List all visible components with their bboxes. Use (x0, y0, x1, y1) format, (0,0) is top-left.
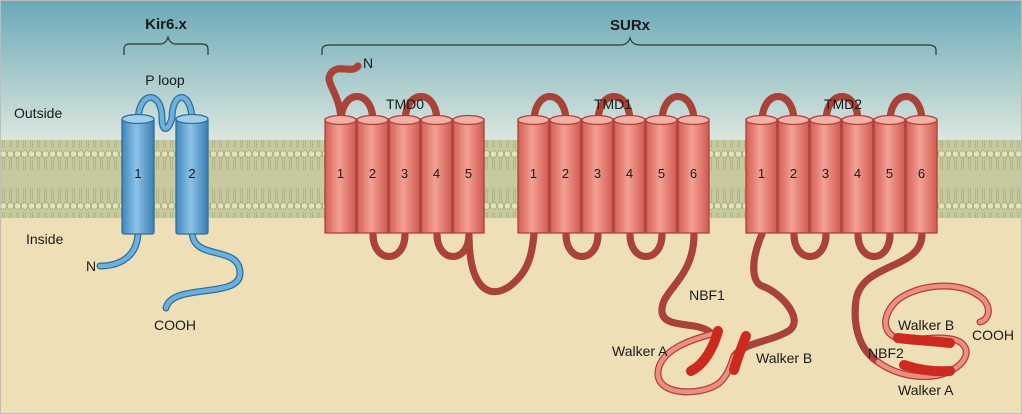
tmd1-domain: 1 2 3 4 5 6 (518, 116, 709, 234)
tmd1-helix: 2 (550, 116, 581, 234)
tmd2-domain: 1 2 3 4 5 6 (746, 116, 937, 234)
tmd2-helix: 1 (746, 116, 777, 234)
sur-n-label: N (363, 55, 373, 71)
walker-b1-label: Walker B (756, 350, 812, 366)
tmd1-helix-label: 5 (658, 166, 665, 181)
kir-helix: 1 (122, 115, 154, 235)
tmd1-helix: 3 (582, 116, 613, 234)
p-loop-label: P loop (145, 72, 185, 88)
kir-title: Kir6.x (145, 16, 187, 33)
tmd2-helix: 5 (874, 116, 905, 234)
tmd0-helix: 4 (421, 116, 452, 234)
tmd1-helix: 4 (614, 116, 645, 234)
tmd0-helix-label: 3 (401, 166, 408, 181)
inside-label: Inside (26, 231, 64, 247)
nbf1-label: NBF1 (689, 287, 725, 303)
tmd2-helix-label: 3 (822, 166, 829, 181)
kir-helix-label: 1 (134, 166, 141, 181)
tmd1-helix: 5 (646, 116, 677, 234)
kir-helix-label: 2 (188, 166, 195, 181)
outside-label: Outside (14, 105, 62, 121)
intracellular-region (0, 218, 1022, 414)
tmd2-helix-label: 1 (758, 166, 765, 181)
tmd2-helix-label: 4 (854, 166, 861, 181)
tmd2-helix: 3 (810, 116, 841, 234)
tmd2-helix-label: 6 (918, 166, 925, 181)
sur-cooh-label: COOH (972, 327, 1014, 343)
tmd0-label: TMD0 (386, 96, 424, 112)
tmd2-helix: 6 (906, 116, 937, 234)
tmd0-helix-label: 4 (433, 166, 440, 181)
kir-n-label: N (86, 258, 96, 274)
tmd0-helix-label: 1 (337, 166, 344, 181)
tmd1-label: TMD1 (594, 96, 632, 112)
tmd1-helix-label: 3 (594, 166, 601, 181)
walker-a1-label: Walker A (612, 343, 668, 359)
tmd1-helix-label: 6 (690, 166, 697, 181)
nbf2-label: NBF2 (868, 345, 904, 361)
tmd0-helix: 5 (453, 116, 484, 234)
walker-a2-label: Walker A (898, 382, 954, 398)
tmd0-helix-label: 5 (465, 166, 472, 181)
tmd2-helix-label: 2 (790, 166, 797, 181)
tmd1-helix-label: 4 (626, 166, 633, 181)
tmd1-helix-label: 2 (562, 166, 569, 181)
kir-helix: 2 (176, 115, 208, 235)
tmd2-helix-label: 5 (886, 166, 893, 181)
walker-b2-label: Walker B (898, 317, 954, 333)
tmd0-helix: 2 (357, 116, 388, 234)
tmd1-helix: 1 (518, 116, 549, 234)
tmd0-domain: 1 2 3 4 5 (325, 116, 484, 234)
tmd2-helix: 2 (778, 116, 809, 234)
tmd2-label: TMD2 (824, 96, 862, 112)
tmd0-helix: 3 (389, 116, 420, 234)
walker-b2-motif (898, 338, 950, 343)
kir-cooh-label: COOH (154, 317, 196, 333)
tmd1-helix: 6 (678, 116, 709, 234)
sur-title: SURx (610, 17, 651, 34)
tmd0-helix: 1 (325, 116, 356, 234)
tmd1-helix-label: 1 (530, 166, 537, 181)
tmd0-helix-label: 2 (369, 166, 376, 181)
tmd2-helix: 4 (842, 116, 873, 234)
